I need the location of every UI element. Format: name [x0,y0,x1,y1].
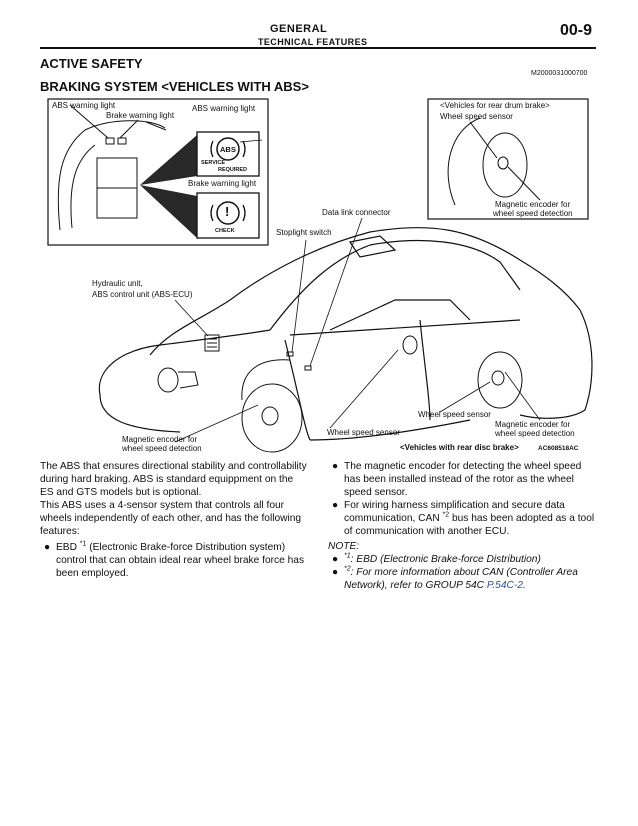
leader-lines [174,139,541,443]
can-text-a: For wiring harness simplification and se… [344,500,565,524]
abs-warning-icon [216,137,240,161]
abs-warning-light-label-1: ABS warning light [52,101,116,110]
note-1-ref: *1 [344,552,351,560]
feature-bullet-encoder: ● The magnetic encoder for detecting the … [328,460,596,499]
brake-warning-light-label-1: Brake warning light [106,111,175,120]
header-rule [40,47,596,49]
wheel-speed-sensor-front-label: Wheel speed sensor [327,428,400,437]
note-2-text: : For more information about CAN (Contro… [344,567,578,591]
hydraulic-unit [204,334,220,352]
header-subtitle: TECHNICAL FEATURES [258,37,368,47]
paragraph-2: This ABS uses a 4-sensor system that con… [40,500,302,537]
rear-encoder-label-2: wheel speed detection [495,429,575,438]
feature-bullet-can: ● For wiring harness simplification and s… [328,499,596,538]
abs-system-figure [47,98,593,453]
bullet-dot: ● [332,461,339,472]
front-encoder-label-2: wheel speed detection [122,444,202,453]
cluster-inset-frame [47,98,269,246]
wheel-speed-sensor-rear-label: Wheel speed sensor [418,410,491,419]
section-subtitle: BRAKING SYSTEM <VEHICLES WITH ABS> [40,79,309,94]
note-2-ref: *2 [344,565,351,573]
header-category: GENERAL [270,23,328,35]
ebd-text-b: (Electronic Brake-force Distribution sys… [56,542,305,579]
bullet-dot: ● [332,554,339,565]
note-2-end: . [522,580,526,591]
feature-bullet-ebd: ● EBD *1 (Electronic Brake-force Distribu… [40,541,308,580]
service-text: SERVICE [201,160,226,166]
car-outline [98,227,593,441]
rear-drum-title: <Vehicles for rear drum brake> [440,101,550,110]
encoder-text: The magnetic encoder for detecting the w… [344,461,582,498]
cluster-outline [57,120,166,231]
hydraulic-label-1: Hydraulic unit, [92,279,143,288]
section-title: ACTIVE SAFETY [40,56,143,71]
rear-drum-sensor-label: Wheel speed sensor [440,112,513,121]
warn-mark: ! [225,204,230,219]
rear-drum-encoder-label-1: Magnetic encoder for [495,200,571,209]
bullet-dot: ● [332,500,339,511]
note-1-text: : EBD (Electronic Brake-force Distributi… [350,554,541,565]
rear-hub [402,335,418,355]
ebd-footnote-ref: *1 [79,540,87,548]
bullet-dot: ● [44,542,51,553]
front-encoder-label-1: Magnetic encoder for [122,435,198,444]
note-2: ● *2: For more information about CAN (Con… [328,566,596,592]
can-reference-link[interactable]: P.54C-2 [486,580,523,591]
required-text: REQUIRED [218,167,248,173]
front-wheel [241,359,303,453]
front-wheel-hub-left [157,367,199,393]
bullet-dot: ● [332,567,339,578]
can-footnote-ref: *2 [442,511,450,519]
rear-disc-label: <Vehicles with rear disc brake> [400,443,519,452]
cluster-inner-arc [70,144,96,229]
drum-fender [447,117,481,206]
abs-icon-text: ABS [220,145,236,154]
left-column: The ABS that ensures directional stabili… [40,460,308,580]
brake-warning-icon [216,201,240,225]
figure-code: AC608518AC [538,445,579,452]
note-heading: NOTE: [328,541,360,552]
rear-drum-encoder-label-2: wheel speed detection [493,209,573,218]
abs-warning-light-label-2: ABS warning light [192,104,256,113]
brake-warning-light-label-2: Brake warning light [188,179,257,188]
hydraulic-label-2: ABS control unit (ABS-ECU) [92,290,193,299]
check-text: CHECK [215,228,235,234]
rear-encoder-label-1: Magnetic encoder for [495,420,571,429]
can-text-b: bus has been adopted as a tool of commun… [344,513,595,537]
document-id: M2000031000700 [531,70,588,77]
right-column: ● The magnetic encoder for detecting the … [328,460,596,592]
page-number: 00-9 [560,22,593,39]
rear-drum-inset-frame [427,98,589,220]
ebd-text-a: EBD [56,542,80,553]
drum-wheel [482,132,528,198]
cluster-warning-lamp [105,137,115,145]
stoplight-label: Stoplight switch [276,228,332,237]
rear-wheel [477,351,523,409]
paragraph-1: The ABS that ensures directional stabili… [40,461,307,498]
data-link-label: Data link connector [322,208,391,217]
note-1: ● *1: EBD (Electronic Brake-force Distrib… [328,553,596,566]
